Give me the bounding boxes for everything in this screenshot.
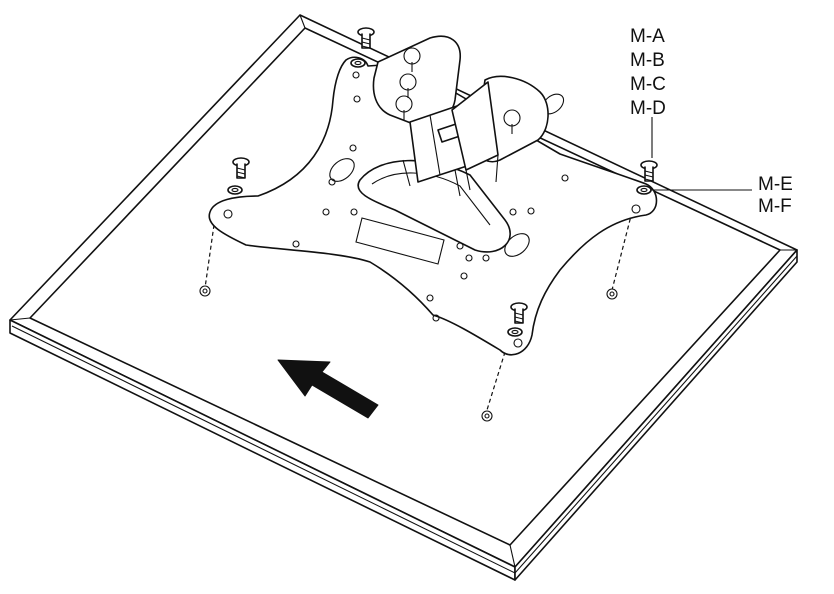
callout-leaders	[651, 117, 752, 191]
label-m-a: M-A	[630, 26, 665, 47]
guide-lines	[204, 211, 633, 411]
label-m-d: M-D	[630, 98, 666, 119]
bracket-arm	[372, 35, 549, 191]
screw-washer-set	[227, 27, 658, 337]
panel-holes	[199, 285, 618, 422]
screw-left	[227, 157, 250, 195]
screw-bottom	[507, 302, 528, 337]
label-m-e: M-E	[758, 174, 793, 195]
callout-screws: M-A M-B M-C M-D	[630, 26, 666, 119]
screw-top	[350, 27, 375, 68]
callout-washers: M-E M-F	[758, 174, 793, 217]
label-m-c: M-C	[630, 74, 666, 95]
arrow-up-left-icon	[277, 359, 379, 419]
label-m-b: M-B	[630, 50, 665, 71]
screw-right	[636, 160, 658, 195]
label-m-f: M-F	[758, 196, 792, 217]
